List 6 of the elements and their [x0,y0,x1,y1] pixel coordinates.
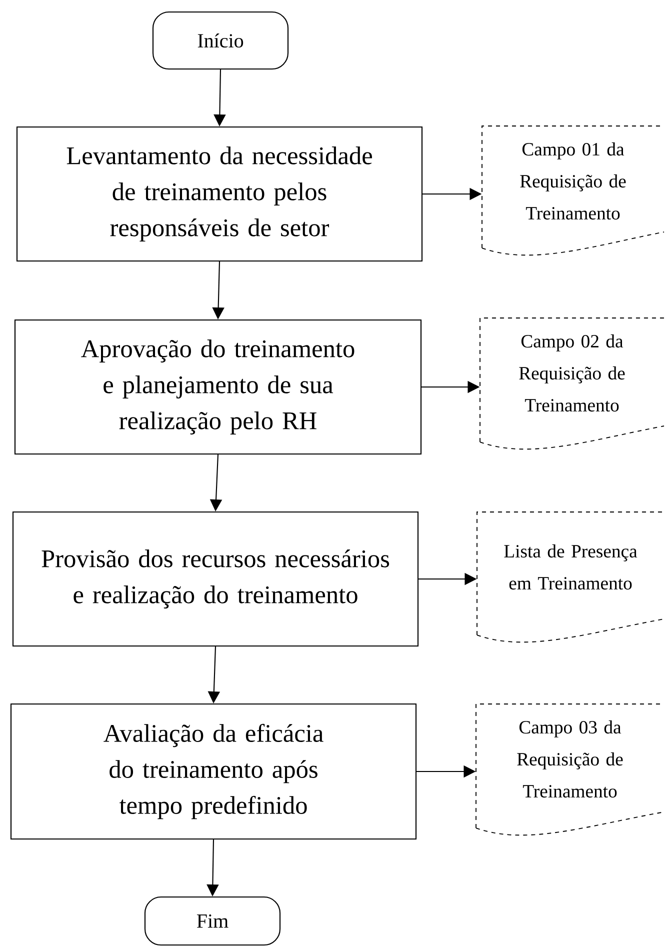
process-box: Levantamento da necessidade de treinamento pelos responsáveis de setor [16,126,423,262]
terminal-box: Fim [144,896,281,946]
process-box: Aprovação do treinamento e planejamento de sua realização pelo RH [14,319,422,455]
process-box: Avaliação da eficácia do treinamento após tempo predefinido [10,703,417,840]
terminal-box: Início [152,11,289,70]
process-box: Provisão dos recursos necessários e realização do treinamento [12,511,419,647]
